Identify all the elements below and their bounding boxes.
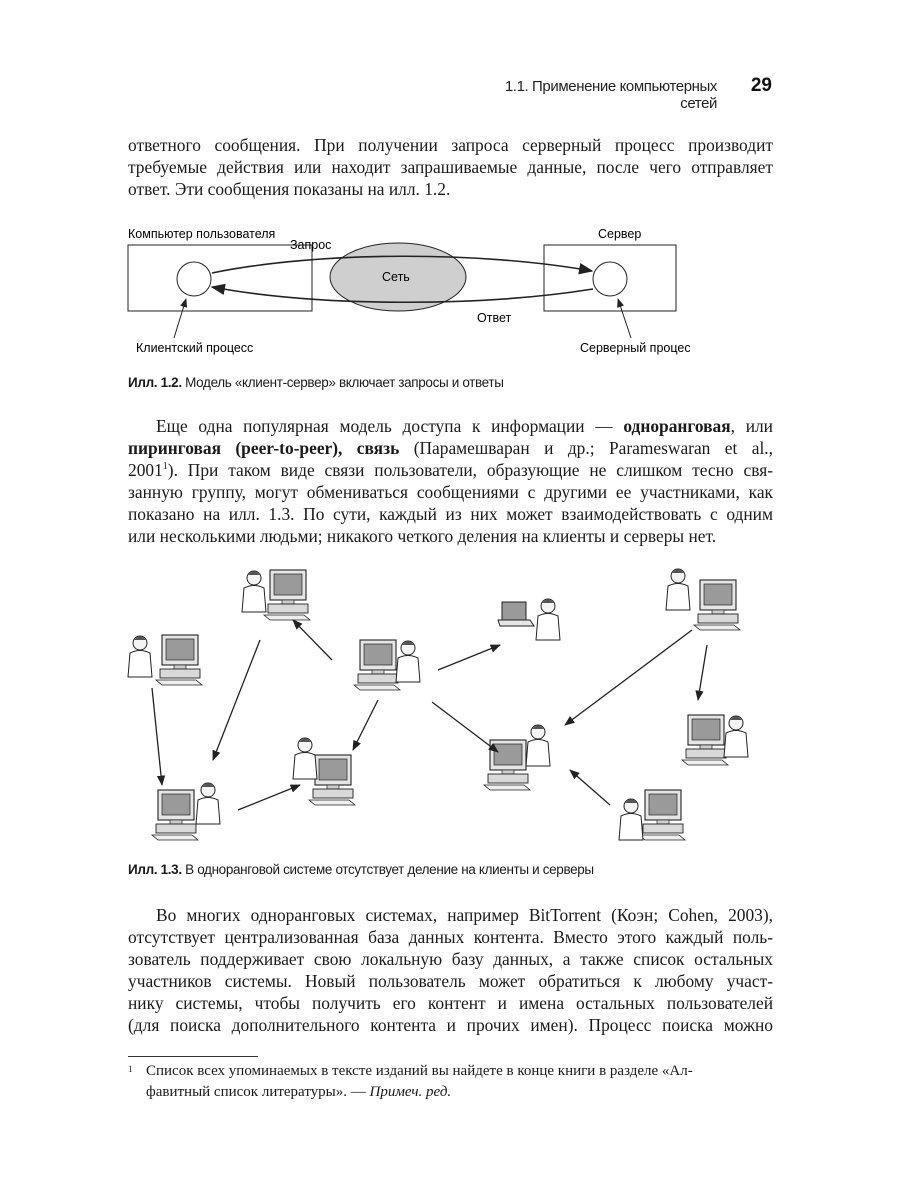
link-arrow: [352, 699, 379, 751]
client-pointer: [173, 298, 188, 339]
request-label: Запрос: [290, 238, 331, 252]
paragraph-1: ответного сообщения. При получении запро…: [128, 134, 773, 200]
footnote-line: фавитный список литературы». — Примеч. р…: [146, 1084, 452, 1100]
client-server-diagram: Компьютер пользователя Сервер Запрос Сет…: [127, 227, 690, 355]
peer-left: [127, 634, 203, 686]
link-arrow: [564, 629, 693, 726]
network-cloud: [329, 242, 467, 312]
running-title: 1.1. Применение компьютерных сетей: [504, 78, 718, 112]
footnote-rule: [128, 1056, 258, 1057]
server-process-circle: [592, 261, 628, 297]
link-arrow: [151, 687, 166, 787]
text-line: участников системы. Новый пользователь м…: [128, 971, 773, 991]
server-pointer: [617, 298, 632, 339]
network-label: Сеть: [382, 270, 410, 284]
caption-number: Илл. 1.3.: [128, 862, 182, 877]
page-number: 29: [750, 75, 772, 96]
figure-1-3-caption: Илл. 1.3. В одноранговой системе отсутст…: [128, 862, 594, 877]
link-arrow: [212, 639, 261, 761]
peer-bottom-center: [483, 724, 551, 791]
caption-text: В одноранговой системе отсутствует делен…: [181, 862, 594, 877]
link-arrow: [431, 701, 499, 753]
caption-number: Илл. 1.2.: [128, 375, 182, 390]
client-box: [127, 244, 313, 312]
text-line: показано на илл. 1.3. По сути, каждый из…: [128, 504, 773, 524]
request-arrow: [211, 255, 594, 275]
reply-label: Ответ: [477, 311, 511, 325]
client-box-label: Компьютер пользователя: [128, 227, 275, 241]
peer-bottom-left: [151, 782, 221, 841]
text-line: (для поиска дополнительного контента и п…: [128, 1015, 773, 1035]
peer-center-bottom: [292, 737, 356, 806]
server-process-label: Серверный процесс: [580, 341, 690, 355]
figure-1-2-caption: Илл. 1.2. Модель «клиент-сервер» включае…: [128, 375, 504, 390]
link-arrow: [695, 644, 708, 702]
peer-right-middle: [681, 714, 749, 766]
peer-far-right-top: [665, 568, 741, 631]
text-line: Во многих одноранговых системах, наприме…: [156, 905, 773, 925]
caption-text: Модель «клиент-сервер» включает запросы …: [181, 375, 504, 390]
peer-to-peer-illustration: [127, 568, 749, 841]
peer-bottom-right: [618, 789, 686, 841]
text-line: или несколькими людьми; никакого четкого…: [128, 526, 717, 546]
footnote-line: Список всех упоминаемых в тексте изданий…: [146, 1063, 693, 1079]
link-arrow: [292, 619, 333, 661]
text-line: пиринговая (peer-to-peer), связь (Параме…: [128, 438, 773, 458]
footnote: 1 Список всех упоминаемых в тексте издан…: [128, 1061, 773, 1103]
text-line: отсутствует централизованная база данных…: [128, 927, 773, 947]
text-line: ответного сообщения. При получении запро…: [128, 135, 773, 155]
paragraph-2: Еще одна популярная модель доступа к инф…: [128, 415, 773, 547]
text-line: занную группу, могут обмениваться сообще…: [128, 482, 773, 502]
peer-top-right-laptop: [497, 598, 561, 641]
peer-top-left: [241, 569, 311, 621]
client-process-label: Клиентский процесс: [136, 341, 253, 355]
server-box-label: Сервер: [598, 227, 641, 241]
text-line: 20011). При таком виде связи пользовател…: [128, 460, 773, 480]
text-line: зователь поддерживает свою локальную баз…: [128, 949, 773, 969]
link-arrow: [237, 784, 301, 811]
client-process-circle: [176, 261, 212, 297]
text-line: ответ. Эти сообщения показаны на илл. 1.…: [128, 179, 451, 199]
text-line: требуемые действия или находит запрашива…: [128, 157, 773, 177]
peer-center: [353, 639, 421, 691]
reply-arrow: [210, 283, 594, 304]
footnote-ref: 1: [162, 461, 168, 473]
link-arrow: [437, 644, 501, 671]
link-arrow: [569, 769, 611, 806]
text-line: нику системы, чтобы получить его контент…: [128, 993, 773, 1013]
server-box: [543, 244, 677, 312]
paragraph-3: Во многих одноранговых системах, наприме…: [128, 904, 773, 1036]
text-line: Еще одна популярная модель доступа к инф…: [156, 416, 773, 436]
